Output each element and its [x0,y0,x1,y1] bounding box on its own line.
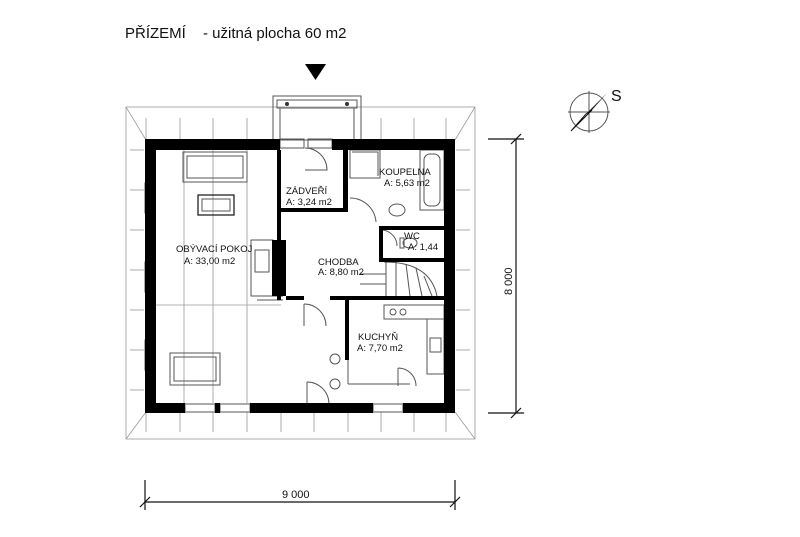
entrance-arrow-icon [305,64,326,80]
compass-north-label: S [611,88,622,105]
dimension-width-label: 9 000 [282,489,310,501]
room-name-zadveri: ZÁDVEŘÍ [286,186,328,197]
room-name-koupelna: KOUPELNA [379,167,431,178]
entrance-porch [272,95,362,141]
room-area-wc: A: 1,44 [408,242,438,253]
room-name-wc: WC [404,231,420,242]
room-area-kuchyn: A: 7,70 m2 [357,343,403,354]
room-area-obyvaci-pokoj: A: 33,00 m2 [184,256,235,267]
dimension-height-label: 8 000 [503,267,515,295]
compass-icon [568,91,610,133]
room-area-zadveri: A: 3,24 m2 [286,197,332,208]
room-name-chodba: CHODBA [318,257,359,268]
room-name-kuchyn: KUCHYŇ [358,332,398,343]
dimension-height [488,133,524,419]
room-area-koupelna: A: 5,63 m2 [384,178,430,189]
plan-subtitle: - užitná plocha 60 m2 [203,25,346,42]
dimension-width [139,480,461,510]
walls [145,139,455,413]
roof-overhang [125,106,476,440]
room-name-obyvaci-pokoj: OBÝVACÍ POKOJ [176,244,253,255]
room-area-chodba: A: 8,80 m2 [318,267,364,278]
plan-title: PŘÍZEMÍ [125,25,187,42]
